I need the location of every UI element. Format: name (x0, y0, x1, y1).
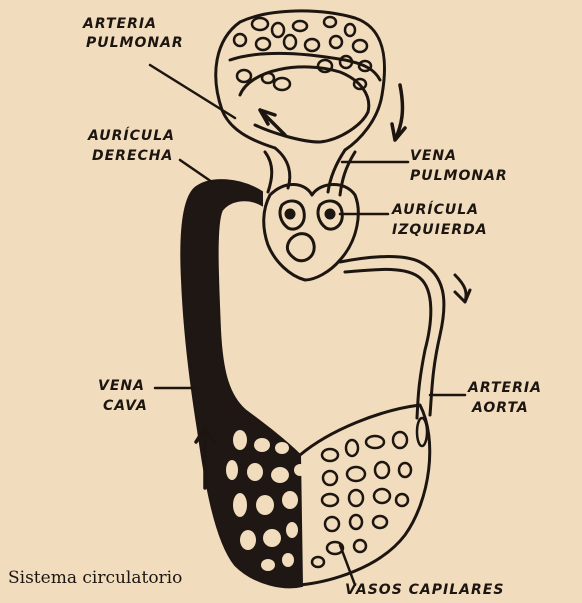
svg-text:VENA PULMONAR: VENA PULMONAR (410, 148, 508, 184)
lungs (216, 11, 385, 150)
leader-arteria-pulmonar (150, 65, 235, 118)
svg-text:ARTERIA PULMONAR: ARTERIA PULMONAR (82, 16, 184, 51)
label-auricula-derecha-line1: AURÍCULA (87, 127, 175, 144)
svg-text:AURÍCULA DERECHA: AURÍCULA DERECHA (87, 127, 181, 164)
vena-cava (181, 180, 302, 587)
label-vena-cava-line2: CAVA (103, 398, 148, 414)
heart (264, 184, 359, 280)
label-vena-pulmonar-line1: VENA (410, 148, 457, 164)
label-arteria-aorta-line2: AORTA (471, 400, 529, 416)
label-arteria-pulmonar-line1: ARTERIA (82, 16, 157, 32)
svg-text:ARTERIA AORTA: ARTERIA AORTA (467, 380, 548, 416)
label-vasos-capilares: VASOS CAPILARES (345, 582, 504, 598)
capillary-bed (300, 405, 430, 585)
label-arteria-aorta-line1: ARTERIA (467, 380, 542, 396)
label-arteria-pulmonar-line2: PULMONAR (86, 35, 184, 51)
label-auricula-derecha-line2: DERECHA (92, 148, 173, 164)
leader-vasos-capilares (340, 545, 355, 585)
label-auricula-izquierda-line2: IZQUIERDA (392, 222, 488, 238)
leader-auricula-derecha (180, 160, 212, 182)
svg-text:AURÍCULA IZQUIERDA: AURÍCULA IZQUIERDA (391, 201, 488, 238)
svg-text:VENA CAVA: VENA CAVA (98, 378, 151, 414)
label-vena-pulmonar-line2: PULMONAR (410, 168, 508, 184)
figure-caption: Sistema circulatorio (8, 568, 182, 588)
label-vena-cava-line1: VENA (98, 378, 145, 394)
label-auricula-izquierda-line1: AURÍCULA (391, 201, 479, 218)
flow-arrow-pulmonary-vein (392, 85, 405, 140)
